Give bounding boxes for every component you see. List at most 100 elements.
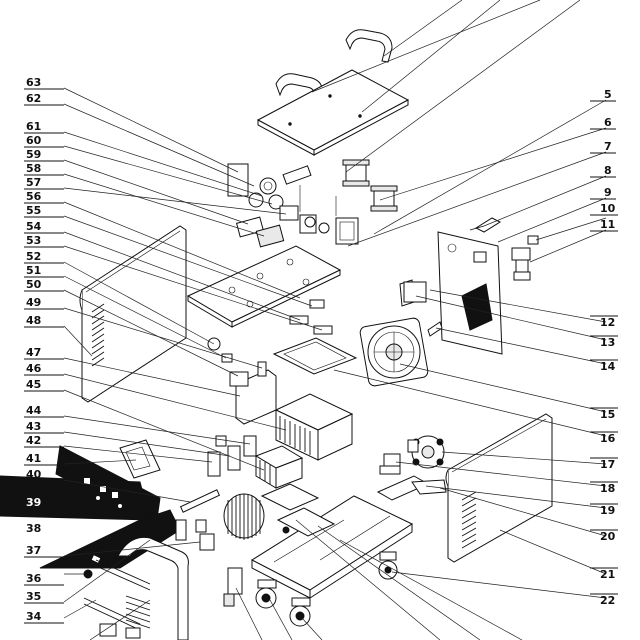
callout-34: 34 — [24, 610, 64, 624]
caster-front-left — [255, 579, 277, 609]
svg-text:54: 54 — [26, 220, 42, 233]
base-chassis — [250, 495, 414, 599]
svg-text:57: 57 — [26, 176, 41, 189]
callout-49: 49 — [24, 296, 64, 310]
callout-57: 57 — [24, 176, 64, 190]
svg-text:19: 19 — [600, 504, 615, 517]
svg-text:18: 18 — [600, 482, 615, 495]
callout-58: 58 — [24, 162, 64, 176]
top-handle-rear — [345, 29, 393, 63]
right-panel-vents — [461, 491, 477, 549]
svg-text:51: 51 — [26, 264, 41, 277]
callout-39: 39 — [26, 496, 41, 509]
callout-55: 55 — [24, 204, 64, 218]
callout-40: 40 — [24, 468, 64, 482]
left-side-panel — [79, 225, 187, 403]
cooling-fan — [359, 317, 443, 387]
svg-text:39: 39 — [26, 496, 41, 509]
callout-5: 5 — [590, 88, 616, 102]
svg-text:44: 44 — [26, 404, 42, 417]
svg-text:35: 35 — [26, 590, 41, 603]
left-panel-vents — [91, 303, 105, 367]
right-callouts: 5 6 7 8 9 10 11 12 13 14 15 16 17 18 19 … — [590, 88, 618, 607]
svg-text:10: 10 — [600, 202, 616, 215]
callout-7: 7 — [590, 140, 616, 154]
callout-63: 63 — [24, 76, 64, 90]
svg-text:60: 60 — [26, 134, 42, 147]
callout-35: 35 — [24, 590, 64, 604]
callout-15: 15 — [590, 407, 618, 421]
svg-text:9: 9 — [604, 186, 612, 199]
callout-62: 62 — [24, 92, 64, 106]
caster-front-right — [289, 597, 311, 627]
callout-17: 17 — [590, 457, 618, 471]
svg-text:12: 12 — [600, 316, 615, 329]
wire-feeder — [407, 435, 445, 469]
callout-21: 21 — [590, 567, 618, 581]
svg-text:62: 62 — [26, 92, 41, 105]
leader-lines — [63, 0, 607, 640]
callout-11: 11 — [590, 218, 618, 232]
svg-text:42: 42 — [26, 434, 41, 447]
callout-9: 9 — [590, 186, 616, 200]
callout-48: 48 — [24, 314, 64, 328]
callout-10: 10 — [590, 202, 618, 216]
svg-text:34: 34 — [26, 610, 42, 623]
callout-18: 18 — [590, 481, 618, 495]
svg-text:22: 22 — [600, 594, 615, 607]
callout-44: 44 — [24, 404, 64, 418]
svg-text:36: 36 — [26, 572, 42, 585]
callout-52: 52 — [24, 250, 64, 264]
callout-16: 16 — [590, 431, 618, 445]
svg-text:47: 47 — [26, 346, 41, 359]
svg-text:21: 21 — [600, 568, 615, 581]
rear-panel-grille — [461, 283, 493, 331]
callout-12: 12 — [590, 315, 618, 329]
svg-text:5: 5 — [604, 88, 612, 101]
callout-37: 37 — [24, 544, 64, 558]
callout-50: 50 — [24, 278, 64, 292]
parts-artwork — [0, 29, 553, 640]
callout-14: 14 — [590, 359, 618, 373]
main-transformer-coil — [175, 489, 265, 551]
callout-8: 8 — [590, 164, 616, 178]
svg-text:37: 37 — [26, 544, 41, 557]
callout-60: 60 — [24, 134, 64, 148]
svg-text:40: 40 — [26, 468, 42, 481]
output-bracket — [223, 567, 243, 607]
svg-text:48: 48 — [26, 314, 41, 327]
callout-59: 59 — [24, 148, 64, 162]
svg-text:59: 59 — [26, 148, 41, 161]
caster-rear — [378, 551, 398, 580]
front-control-panel — [0, 445, 181, 569]
right-side-panel — [445, 413, 553, 563]
callout-41: 41 — [24, 452, 64, 466]
svg-text:20: 20 — [600, 530, 616, 543]
svg-text:61: 61 — [26, 120, 41, 133]
heatsink-gasket — [272, 337, 358, 375]
callout-42: 42 — [24, 434, 64, 448]
svg-text:63: 63 — [26, 76, 41, 89]
callout-45: 45 — [24, 378, 64, 392]
top-cover-plate — [256, 69, 410, 156]
callout-6: 6 — [590, 116, 616, 130]
svg-text:50: 50 — [26, 278, 42, 291]
main-heatsink — [274, 393, 354, 461]
svg-text:8: 8 — [604, 164, 612, 177]
svg-text:11: 11 — [600, 218, 615, 231]
capacitor-board-assembly — [227, 163, 359, 248]
svg-text:16: 16 — [600, 432, 616, 445]
middle-deck-plate — [186, 245, 342, 335]
callout-20: 20 — [590, 529, 618, 543]
svg-text:15: 15 — [600, 408, 615, 421]
svg-text:58: 58 — [26, 162, 41, 175]
svg-text:45: 45 — [26, 378, 41, 391]
svg-text:43: 43 — [26, 420, 41, 433]
callout-38: 38 — [26, 522, 41, 535]
callout-19: 19 — [590, 503, 618, 517]
callout-13: 13 — [590, 335, 618, 349]
lower-mounting-plate — [260, 483, 320, 511]
feeder-bracket — [376, 475, 447, 501]
callout-22: 22 — [590, 593, 618, 607]
svg-text:41: 41 — [26, 452, 41, 465]
